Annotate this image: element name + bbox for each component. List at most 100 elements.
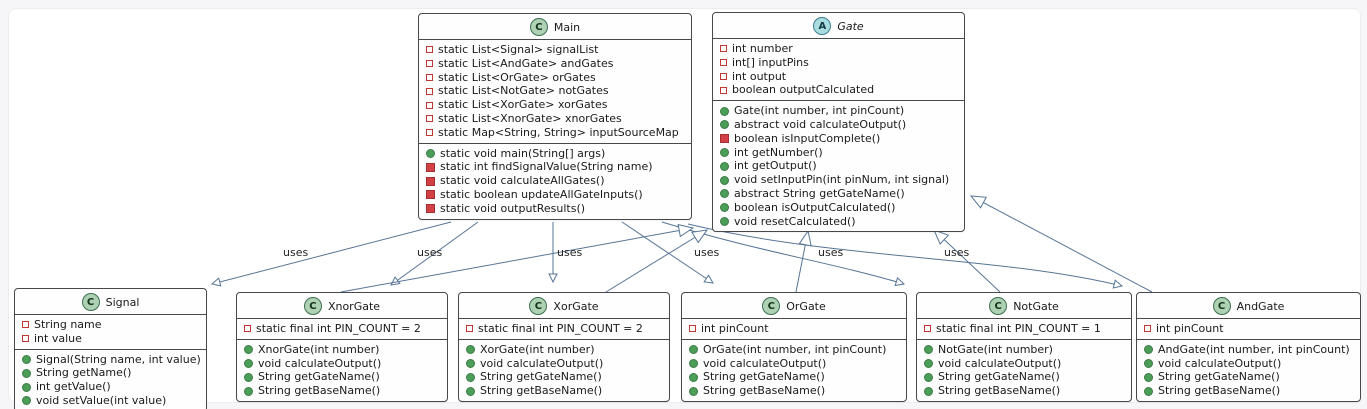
method-public-icon: [466, 386, 475, 396]
member-text: static List<NotGate> notGates: [438, 84, 609, 98]
method-public-icon: [720, 120, 729, 130]
method-public-icon: [22, 354, 31, 364]
member-row: static final int PIN_COUNT = 1: [920, 322, 1128, 336]
member-row: abstract void calculateOutput(): [716, 118, 961, 132]
class-badge-icon: C: [303, 297, 322, 315]
method-public-icon: [720, 106, 729, 116]
method-public-icon: [244, 358, 253, 368]
field-private-icon: [466, 325, 473, 333]
field-private-icon: [426, 60, 433, 68]
member-text: static final int PIN_COUNT = 1: [936, 322, 1101, 335]
field-private-icon: [720, 86, 727, 94]
member-row: String getBaseName(): [462, 384, 666, 398]
method-private-icon: [426, 162, 435, 172]
member-row: AndGate(int number, int pinCount): [1140, 343, 1357, 357]
member-row: static List<NotGate> notGates: [422, 84, 688, 98]
member-row: static Map<String, String> inputSourceMa…: [422, 126, 688, 140]
class-header-signal: C Signal: [15, 289, 206, 315]
member-text: String getGateName(): [258, 370, 380, 384]
member-text: String getBaseName(): [703, 384, 826, 398]
member-row: abstract String getGateName(): [716, 187, 961, 201]
member-text: OrGate(int number, int pinCount): [703, 342, 887, 356]
class-name: OrGate: [786, 299, 826, 313]
method-public-icon: [720, 147, 729, 157]
member-row: String getGateName(): [685, 370, 903, 384]
member-row: static List<XorGate> xorGates: [422, 98, 688, 112]
methods-section: AndGate(int number, int pinCount)void ca…: [1137, 340, 1360, 401]
method-public-icon: [426, 148, 435, 158]
field-private-icon: [244, 325, 251, 333]
method-public-icon: [720, 175, 729, 185]
member-row: String getName(): [18, 366, 203, 380]
member-text: Signal(String name, int value): [36, 352, 201, 366]
member-text: String getBaseName(): [480, 384, 603, 398]
methods-section: Signal(String name, int value)String get…: [15, 350, 206, 409]
member-text: static boolean updateAllGateInputs(): [440, 187, 643, 201]
method-public-icon: [924, 386, 933, 396]
class-header-xorgate: C XorGate: [459, 293, 669, 319]
member-text: String getBaseName(): [1158, 384, 1281, 398]
fields-section: int pinCount: [682, 319, 906, 340]
member-row: void calculateOutput(): [685, 357, 903, 371]
member-text: void calculateOutput(): [1158, 356, 1282, 370]
member-text: static List<XorGate> xorGates: [438, 98, 608, 112]
method-private-icon: [426, 204, 435, 214]
member-text: abstract String getGateName(): [734, 186, 905, 200]
class-box-xnorgate: C XnorGate static final int PIN_COUNT = …: [236, 292, 448, 402]
class-name: Signal: [105, 295, 140, 309]
member-text: static void calculateAllGates(): [440, 174, 605, 188]
class-box-xorgate: C XorGate static final int PIN_COUNT = 2…: [458, 292, 670, 402]
member-row: boolean outputCalculated: [716, 83, 961, 97]
methods-section: static void main(String[] args)static in…: [419, 144, 691, 219]
member-row: String getBaseName(): [1140, 384, 1357, 398]
member-row: XnorGate(int number): [240, 343, 444, 357]
fields-section: static final int PIN_COUNT = 2: [237, 319, 447, 340]
class-header-notgate: C NotGate: [917, 293, 1131, 319]
member-row: static List<OrGate> orGates: [422, 71, 688, 85]
member-text: NotGate(int number): [938, 342, 1053, 356]
member-row: String name: [18, 318, 203, 332]
class-header-orgate: C OrGate: [682, 293, 906, 319]
member-row: String getGateName(): [920, 370, 1128, 384]
member-row: void calculateOutput(): [240, 357, 444, 371]
method-public-icon: [1144, 358, 1153, 368]
class-header-main: C Main: [419, 14, 691, 40]
member-row: static void main(String[] args): [422, 147, 688, 161]
member-row: int pinCount: [1140, 322, 1357, 336]
member-text: int getValue(): [36, 380, 111, 394]
member-text: static List<OrGate> orGates: [438, 70, 596, 84]
class-name: Main: [553, 20, 581, 34]
member-text: String getGateName(): [1158, 370, 1280, 384]
member-row: boolean isInputComplete(): [716, 132, 961, 146]
method-public-icon: [720, 203, 729, 213]
fields-section: static final int PIN_COUNT = 1: [917, 319, 1131, 340]
member-row: String getGateName(): [462, 370, 666, 384]
member-row: String getBaseName(): [240, 384, 444, 398]
uses-label: uses: [417, 246, 443, 259]
field-private-icon: [426, 46, 433, 54]
fields-section: static final int PIN_COUNT = 2: [459, 319, 669, 340]
member-text: abstract void calculateOutput(): [734, 117, 907, 131]
field-private-icon: [720, 45, 727, 53]
field-private-icon: [22, 321, 29, 329]
method-public-icon: [244, 386, 253, 396]
member-row: NotGate(int number): [920, 343, 1128, 357]
member-row: static void outputResults(): [422, 202, 688, 216]
member-row: int pinCount: [685, 322, 903, 336]
abstract-badge-icon: A: [813, 17, 832, 35]
member-row: OrGate(int number, int pinCount): [685, 343, 903, 357]
member-text: void calculateOutput(): [480, 356, 604, 370]
methods-section: OrGate(int number, int pinCount)void cal…: [682, 340, 906, 401]
fields-section: int pinCount: [1137, 319, 1360, 340]
member-text: static final int PIN_COUNT = 2: [478, 322, 643, 335]
member-text: boolean isOutputCalculated(): [734, 200, 896, 214]
class-badge-icon: C: [529, 18, 548, 36]
method-public-icon: [466, 358, 475, 368]
field-private-icon: [426, 129, 433, 137]
member-row: static final int PIN_COUNT = 2: [240, 322, 444, 336]
member-text: void setValue(int value): [36, 393, 167, 407]
uses-label: uses: [944, 246, 970, 259]
